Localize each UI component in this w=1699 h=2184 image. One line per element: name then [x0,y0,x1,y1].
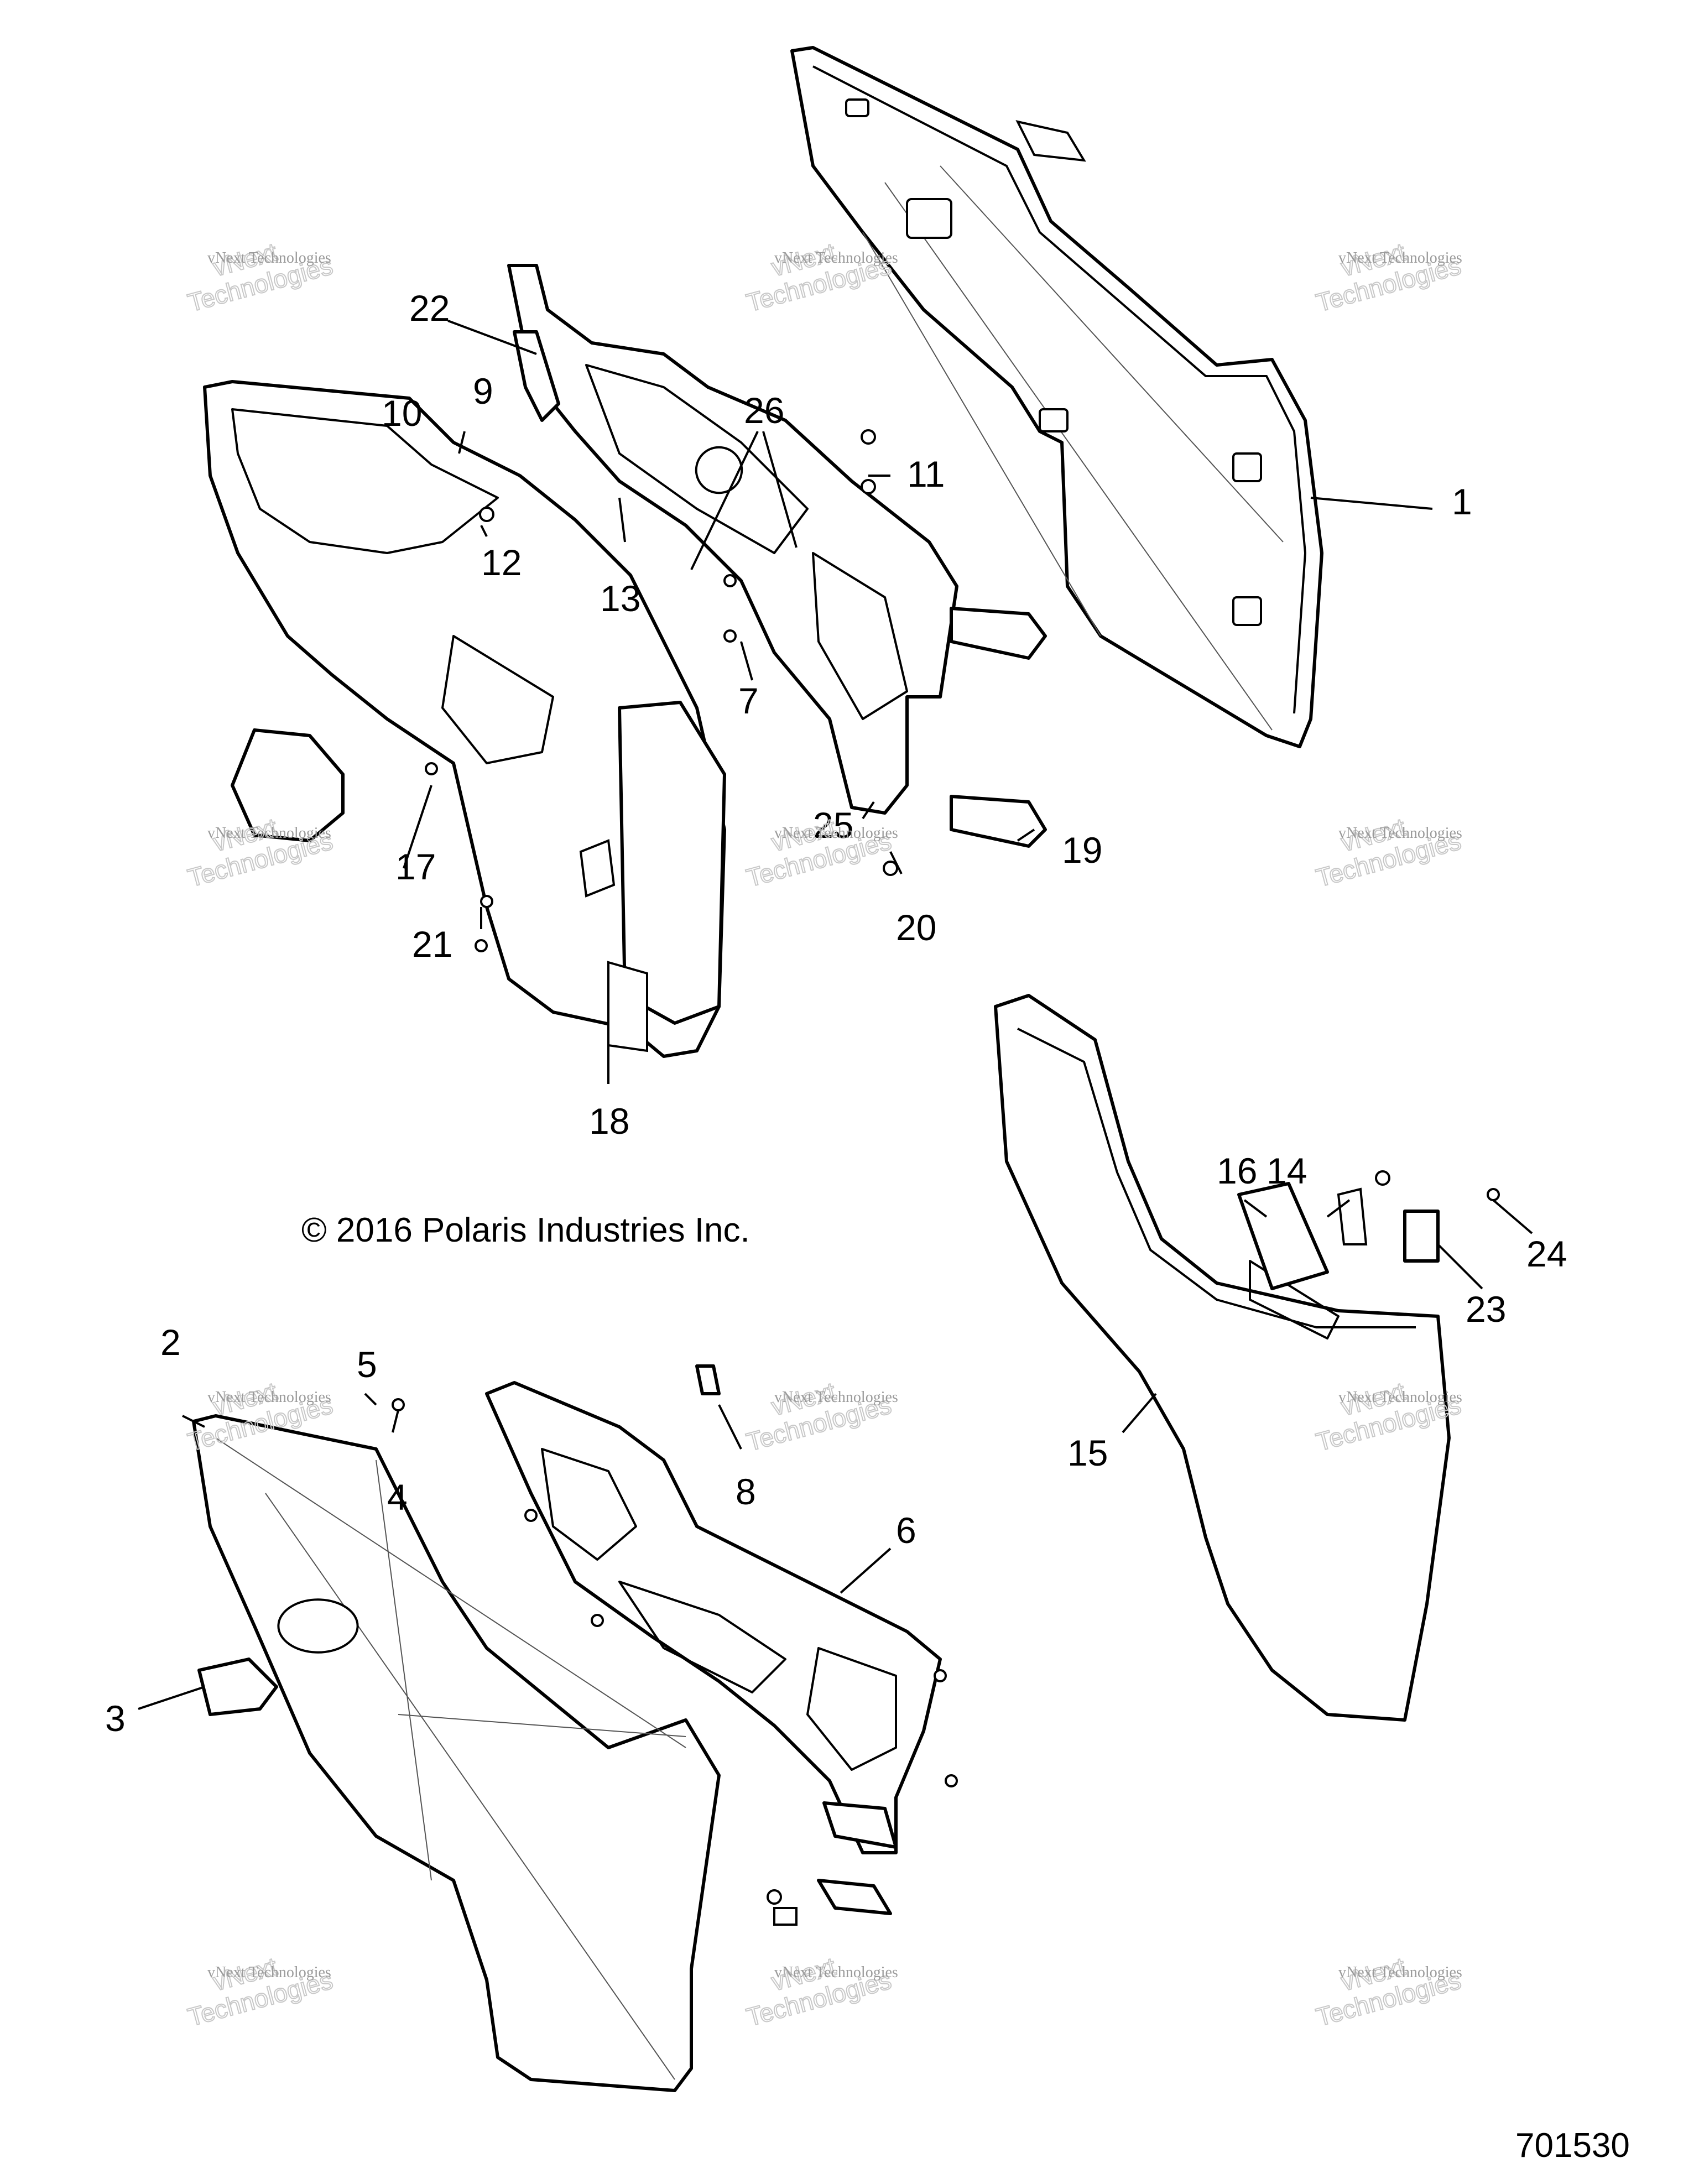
hinge-upper [950,607,1047,660]
callout-25: 25 [813,805,853,846]
watermark-label: vNext Technologies [774,1389,898,1406]
callout-2: 2 [160,1322,181,1363]
leader-lines [138,320,1533,1710]
hinge-lower-19 [950,795,1047,848]
callout-7: 7 [738,680,759,721]
callout-22: 22 [409,288,450,329]
hinge-bottom [817,1879,892,1915]
watermark-label: vNext Technologies [207,825,331,842]
callout-12: 12 [481,542,522,583]
callout-10: 10 [382,393,422,434]
watermark-label: vNext Technologies [207,249,331,267]
door-outer-panel-lower-left [192,1414,721,2092]
cylinder-23 [1403,1210,1440,1263]
callout-3: 3 [105,1698,126,1739]
document-number: 701530 [1515,2126,1630,2165]
callout-6: 6 [896,1510,916,1551]
callout-17: 17 [395,846,436,887]
callout-18: 18 [589,1101,629,1141]
watermark-label: vNext Technologies [207,1964,331,1981]
watermark-label: vNext Technologies [207,1389,331,1406]
latch-16 [1237,1182,1329,1290]
callout-11: 11 [907,454,945,494]
callout-19: 19 [1062,830,1102,871]
fasteners [392,429,1500,1926]
callout-23: 23 [1466,1289,1506,1330]
door-outer-panel-upper-right [790,46,1323,748]
callout-21: 21 [412,924,452,965]
callout-labels: 1 2 3 4 5 6 7 8 9 10 11 12 13 14 15 16 1… [105,288,1567,1739]
door-frame-lower-middle [485,1364,942,1854]
callout-8: 8 [736,1471,756,1512]
inner-handle-bracket [231,728,345,842]
watermark-label: vNext Technologies [1338,1964,1462,1981]
outer-handle [197,1657,278,1716]
watermark-label: vNext Technologies [1338,1389,1462,1406]
seal-strip-22 [513,330,560,422]
callout-14: 14 [1267,1150,1307,1191]
copyright-notice: © 2016 Polaris Industries Inc. [301,1211,750,1249]
hinge-lower-frame [822,1801,898,1849]
callout-4: 4 [387,1477,408,1518]
cover-18 [607,961,648,1052]
handle-pocket-upper [1015,120,1086,162]
callout-5: 5 [357,1344,377,1385]
watermark-label: vNext Technologies [774,1964,898,1981]
door-inner-panel-upper-left [203,380,726,1058]
door-inner-panel-lower-right [994,994,1451,1722]
callout-16: 16 [1217,1150,1257,1191]
callout-1: 1 [1452,481,1472,522]
watermark-label: vNext Technologies [1338,249,1462,267]
callout-24: 24 [1526,1233,1567,1274]
door-frame-upper-middle [507,264,1047,848]
watermark-label: vNext Technologies [774,825,898,842]
callout-9: 9 [473,371,493,411]
callout-20: 20 [896,907,936,948]
watermark-label: vNext Technologies [1338,825,1462,842]
watermark-label: vNext Technologies [774,249,898,267]
bracket-14 [1337,1187,1368,1245]
latch-lower [695,1364,721,1395]
callout-26: 26 [744,390,784,431]
callout-13: 13 [600,578,640,619]
callout-15: 15 [1067,1432,1108,1473]
